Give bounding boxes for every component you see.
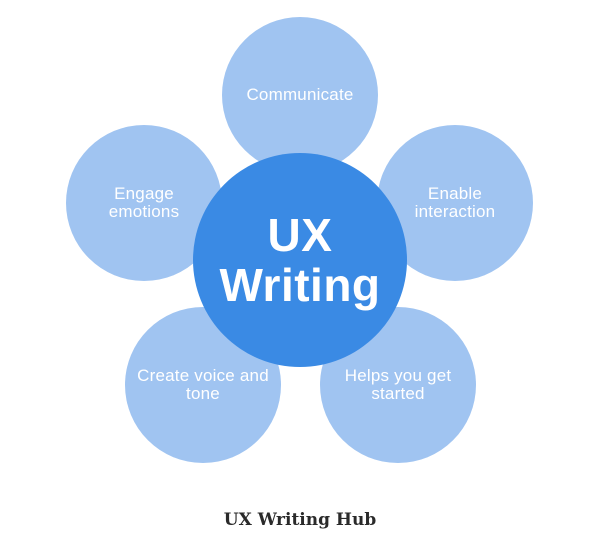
petal-label-helps-you-get-started: Helps you get started xyxy=(344,366,452,403)
petal-label-communicate: Communicate xyxy=(246,85,354,104)
center-circle: UX Writing xyxy=(193,153,407,367)
petal-label-enable-interaction: Enable interaction xyxy=(414,184,496,221)
petal-communicate: Communicate xyxy=(222,17,378,173)
petal-label-create-voice-and-tone: Create voice and tone xyxy=(137,366,269,403)
center-title-line1: UX xyxy=(267,209,333,261)
diagram-caption: UX Writing Hub xyxy=(223,510,377,530)
center-title-line2: Writing xyxy=(219,259,381,311)
petal-label-engage-emotions: Engage emotions xyxy=(108,184,180,221)
